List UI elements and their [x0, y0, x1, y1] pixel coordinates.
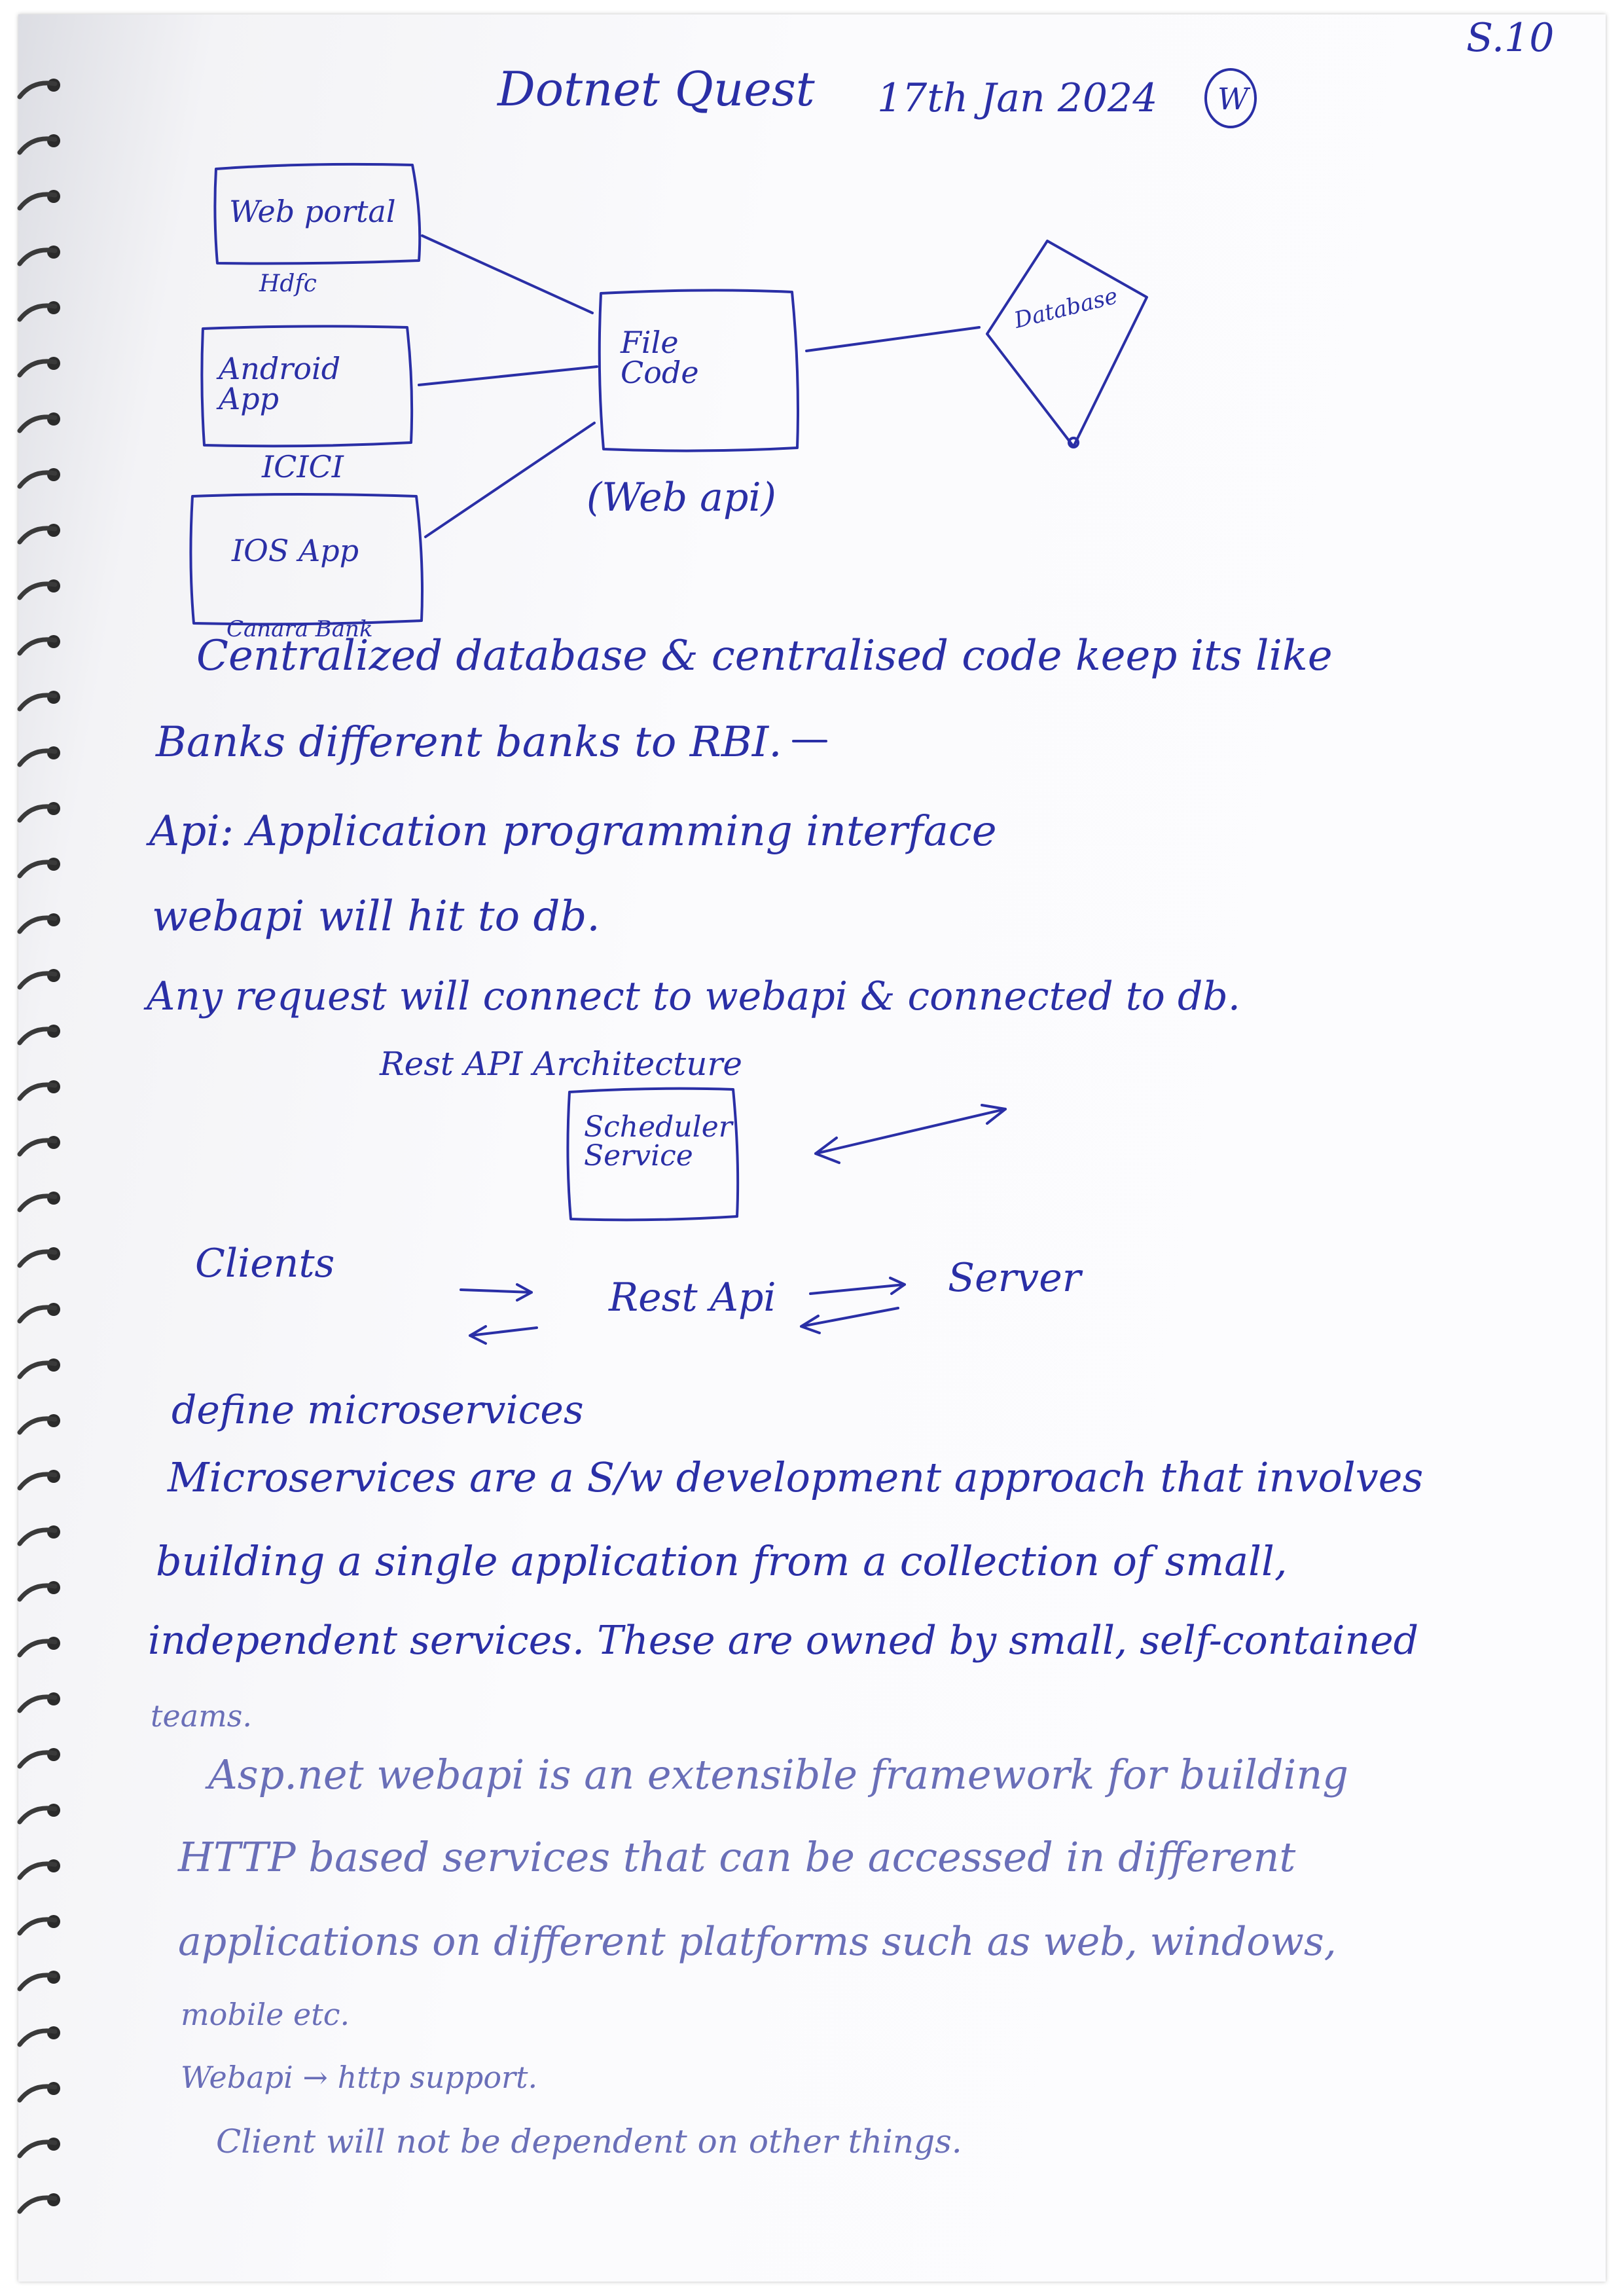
binding-ring [17, 1416, 58, 1435]
note-line: define microservices [171, 1387, 584, 1433]
binding-ring [17, 748, 58, 767]
spiral-binding [17, 79, 60, 2214]
clients-right-arrow [461, 1285, 532, 1300]
binding-ring [17, 81, 58, 100]
binding-ring [17, 1249, 58, 1268]
clients-left-arrow [470, 1326, 537, 1343]
note-line: Api: Application programming interface [149, 807, 997, 856]
binding-ring [17, 526, 58, 545]
rest-api-label: Rest Api [609, 1275, 776, 1321]
binding-ring [17, 1583, 58, 1602]
android-app-box [202, 326, 412, 446]
binding-ring [17, 136, 58, 155]
connector-db [806, 327, 979, 351]
binding-ring [17, 2195, 58, 2214]
client-box-label: Web portal [229, 194, 396, 229]
binding-ring [17, 693, 58, 712]
binding-ring [17, 1639, 58, 1658]
binding-ring [17, 247, 58, 266]
binding-ring [17, 303, 58, 322]
binding-ring [17, 1194, 58, 1212]
file-code-box [600, 290, 798, 450]
binding-ring [17, 1917, 58, 1936]
page-number: S.10 [1466, 15, 1555, 61]
rest-heading: Rest API Architecture [380, 1045, 742, 1083]
connector-ios [425, 423, 594, 537]
center-caption: (Web api) [586, 475, 776, 520]
binding-ring [17, 1750, 58, 1769]
note-line: Client will not be dependent on other th… [216, 2123, 962, 2160]
binding-ring [17, 2084, 58, 2103]
page-date: 17th Jan 2024 [877, 75, 1158, 121]
binding-ring [17, 192, 58, 211]
scheduler-arrow [816, 1105, 1005, 1163]
binding-ring [17, 971, 58, 990]
clients-label: Clients [195, 1241, 335, 1286]
note-line: Webapi → http support. [181, 2060, 538, 2095]
binding-ring [17, 1305, 58, 1324]
ios-app-box [190, 494, 422, 624]
binding-ring [17, 414, 58, 433]
note-line: Banks different banks to RBI. [156, 718, 782, 767]
note-line: Asp.net webapi is an extensible framewor… [208, 1751, 1348, 1798]
client-caption: Canara Bank [226, 616, 373, 642]
binding-ring [17, 1082, 58, 1101]
note-line: teams. [151, 1698, 252, 1734]
note-line: Microservices are a S/w development appr… [168, 1453, 1424, 1501]
server-right-arrow [810, 1278, 905, 1294]
note-line: webapi will hit to db. [152, 892, 600, 941]
page-title: Dotnet Quest [497, 62, 815, 117]
binding-ring [17, 2028, 58, 2047]
day-badge: W [1218, 81, 1249, 117]
binding-ring [17, 2140, 58, 2159]
binding-ring [17, 1973, 58, 1992]
client-box-label: Android App [219, 351, 341, 416]
web-portal-box [215, 164, 420, 264]
binding-ring [17, 470, 58, 489]
note-line: Centralized database & centralised code … [196, 632, 1333, 680]
connector-android [419, 367, 597, 385]
binding-ring [17, 915, 58, 934]
note-line: HTTP based services that can be accessed… [178, 1833, 1296, 1881]
client-box-label: IOS App [232, 533, 359, 568]
note-line: applications on different platforms such… [178, 1919, 1337, 1965]
scheduler-label: Scheduler Service [584, 1110, 732, 1173]
center-box-label: File Code [621, 325, 699, 390]
client-caption: ICICI [262, 449, 344, 484]
binding-ring [17, 1360, 58, 1379]
binding-ring [17, 581, 58, 600]
notebook-page [18, 14, 1606, 2282]
binding-ring [17, 1694, 58, 1713]
binding-ring [17, 804, 58, 823]
client-caption: Hdfc [259, 270, 317, 297]
server-label: Server [948, 1255, 1081, 1301]
day-badge-circle [1206, 69, 1255, 127]
binding-ring [17, 860, 58, 879]
note-line: mobile etc. [181, 1997, 350, 2032]
note-line: building a single application from a col… [156, 1537, 1288, 1585]
scheduler-box [568, 1089, 738, 1220]
database-diamond [987, 241, 1147, 446]
binding-ring [17, 359, 58, 378]
note-line: independent services. These are owned by… [148, 1618, 1419, 1664]
binding-ring [17, 1027, 58, 1046]
connector-web [422, 236, 592, 313]
binding-ring [17, 1861, 58, 1880]
note-line: Any request will connect to webapi & con… [147, 974, 1240, 1019]
binding-ring [17, 1806, 58, 1825]
server-left-arrow [801, 1308, 898, 1333]
binding-ring [17, 1472, 58, 1491]
binding-ring [17, 637, 58, 656]
binding-ring [17, 1527, 58, 1546]
binding-ring [17, 1138, 58, 1157]
